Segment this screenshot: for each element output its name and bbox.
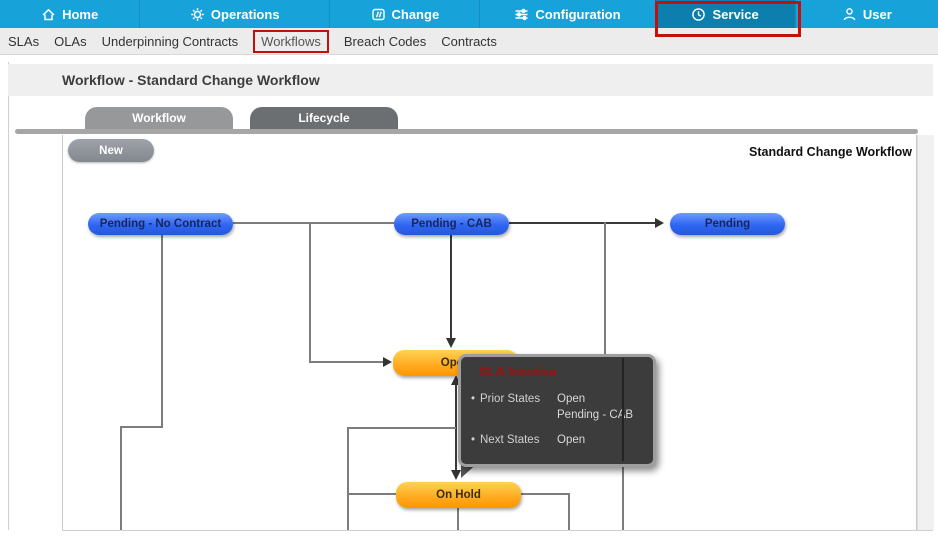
connector-line (457, 508, 459, 530)
connector-line (604, 222, 606, 356)
workflow-node-pending[interactable]: Pending (670, 213, 785, 235)
connector-line (348, 427, 456, 429)
gear-icon (190, 7, 205, 22)
tooltip-row-value: Pending - CAB (557, 409, 634, 421)
connector-line (120, 426, 122, 530)
vertical-scrollbar[interactable] (917, 135, 934, 530)
top-nav: Home Operations Change Configuration Ser… (0, 0, 938, 28)
tab-label: Lifecycle (298, 111, 350, 125)
page-title: Workflow - Standard Change Workflow (62, 72, 320, 88)
connector-line (348, 493, 396, 495)
arrowhead-right (383, 357, 392, 367)
connector-line (450, 234, 452, 338)
tooltip-row-value: Open (557, 434, 586, 446)
nav-item-configuration[interactable]: Configuration (479, 0, 654, 28)
nav-label: User (862, 6, 892, 22)
node-label: Pending - CAB (411, 218, 492, 230)
bullet-icon: • (471, 434, 476, 446)
subnav-item-contracts[interactable]: Contracts (441, 33, 497, 49)
tab-workflow[interactable]: Workflow (85, 107, 233, 129)
tab-lifecycle[interactable]: Lifecycle (250, 107, 398, 129)
clock-icon (691, 7, 706, 22)
subnav-item-workflows[interactable]: Workflows (253, 29, 329, 53)
connector-line (622, 358, 624, 461)
new-button[interactable]: New (68, 139, 154, 162)
workflow-node-pending-cab[interactable]: Pending - CAB (394, 213, 509, 235)
connector-line (309, 361, 385, 363)
arrowhead-down (446, 338, 456, 348)
canvas-right-border (916, 135, 917, 530)
subnav-item-olas[interactable]: OLAs (54, 33, 87, 49)
connector-line (120, 426, 163, 428)
workflow-node-on-hold[interactable]: On Hold (396, 482, 521, 508)
arrowhead-down (451, 470, 461, 480)
connector-line (509, 222, 657, 224)
connector-line (521, 493, 570, 495)
nav-item-user[interactable]: User (794, 0, 938, 28)
tooltip-row-label: Prior States (480, 393, 541, 405)
user-icon (842, 7, 857, 22)
bullet-icon: • (471, 393, 476, 405)
tooltip-title: SLA Inactive (479, 364, 557, 379)
nav-label: Configuration (535, 6, 621, 22)
nav-label: Change (391, 6, 440, 22)
tooltip-row-value: Open (557, 393, 586, 405)
title-bar: Workflow - Standard Change Workflow (8, 64, 933, 96)
connector-line (568, 493, 570, 530)
connector-line (622, 461, 624, 530)
tab-label: Workflow (132, 111, 186, 125)
canvas-left-border (62, 135, 63, 530)
connector-line (161, 234, 163, 427)
sliders-icon (514, 7, 529, 22)
nav-label: Home (62, 6, 99, 22)
change-icon (371, 7, 386, 22)
sub-nav: SLAs OLAs Underpinning Contracts Workflo… (0, 28, 938, 55)
node-label: Pending - No Contract (99, 218, 222, 230)
connector-line (347, 427, 349, 530)
home-icon (41, 7, 56, 22)
subnav-item-breach-codes[interactable]: Breach Codes (343, 33, 427, 49)
connector-line (233, 222, 395, 224)
node-label: Pending (704, 218, 751, 230)
nav-label: Operations (210, 6, 280, 22)
nav-item-change[interactable]: Change (329, 0, 479, 28)
nav-item-service[interactable]: Service (654, 0, 795, 28)
arrowhead-up (451, 375, 461, 385)
node-label: On Hold (436, 489, 481, 501)
nav-item-operations[interactable]: Operations (139, 0, 329, 28)
arrowhead-right (655, 218, 664, 228)
subnav-item-underpinning-contracts[interactable]: Underpinning Contracts (101, 33, 239, 49)
workflow-name-label: Standard Change Workflow (749, 145, 912, 159)
connector-line (455, 383, 457, 474)
canvas-bottom-border (62, 530, 933, 531)
connector-line (309, 222, 311, 362)
workflow-node-pending-no-contract[interactable]: Pending - No Contract (88, 213, 233, 235)
nav-item-home[interactable]: Home (0, 0, 139, 28)
sla-tooltip: SLA Inactive • Prior States Open Pending… (458, 354, 656, 467)
nav-label: Service (712, 6, 759, 22)
tab-underline-bar (15, 129, 918, 134)
subnav-item-slas[interactable]: SLAs (8, 33, 40, 49)
tooltip-row-label: Next States (480, 434, 540, 446)
